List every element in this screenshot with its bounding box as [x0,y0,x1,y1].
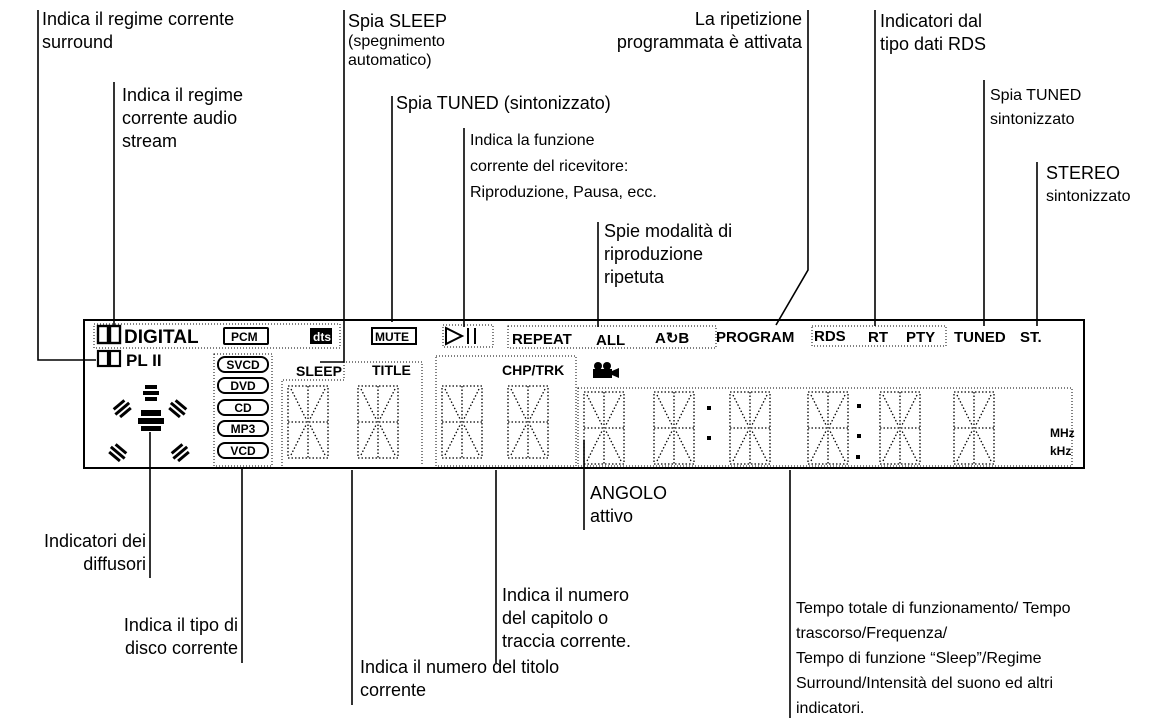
tuned-indicator: TUNED [954,329,1006,346]
callout-tuned-spia: Spia TUNED (sintonizzato) [396,93,611,113]
mhz-indicator: MHz [1050,426,1075,440]
angle-camera-icon [593,362,619,378]
disc-svcd: SVCD [226,358,260,372]
disc-vcd: VCD [230,444,256,458]
sleep-indicator: SLEEP [296,363,342,379]
pl2-indicator: PL II [126,351,162,370]
rt-indicator: RT [868,329,888,346]
surround-group-frame [93,323,341,349]
pcm-badge-frame [223,327,269,345]
pty-indicator: PTY [906,329,935,346]
khz-indicator: kHz [1050,444,1071,458]
disc-cd: CD [234,401,252,415]
leader-lines [37,10,1038,718]
disc-dvd: DVD [230,379,256,393]
play-pause-icon [442,324,494,348]
segment-digit-3 [441,385,483,459]
digit-group-frames [281,355,1073,467]
stereo-indicator: ST. [1020,329,1042,346]
disc-type-stack [213,353,273,467]
program-indicator: PROGRAM [716,329,794,346]
segment-digit-1 [287,385,329,459]
segment-digit-9 [879,391,921,465]
repeat-group-frame [507,325,717,349]
segment-digit-2 [357,385,399,459]
speaker-icon [108,385,190,463]
dts-badge-frame [310,328,332,344]
segment-digit-4 [507,385,549,459]
time-separators [707,404,861,459]
segment-digit-6 [653,391,695,465]
dolby-digital-icon [96,324,122,345]
rds-indicator: RDS [814,328,846,345]
digital-indicator: DIGITAL [124,327,199,348]
rds-group-frame [811,325,947,347]
repeat-indicator: REPEAT [512,331,572,348]
chp-trk-indicator: CHP/TRK [502,362,564,378]
segment-digits [287,385,995,465]
all-indicator: ALL [596,332,625,349]
segment-digit-7 [729,391,771,465]
segment-digit-5 [583,391,625,465]
segment-digit-10 [953,391,995,465]
segment-digit-8 [807,391,849,465]
dts-indicator: dts [313,330,331,344]
title-indicator: TITLE [372,362,411,378]
a-b-indicator: A↻B [655,330,689,347]
dolby-pl2-icon [96,349,122,368]
disc-mp3: MP3 [231,422,256,436]
mute-indicator: MUTE [375,330,409,344]
mute-badge-frame [371,327,417,345]
pcm-indicator: PCM [231,330,258,344]
